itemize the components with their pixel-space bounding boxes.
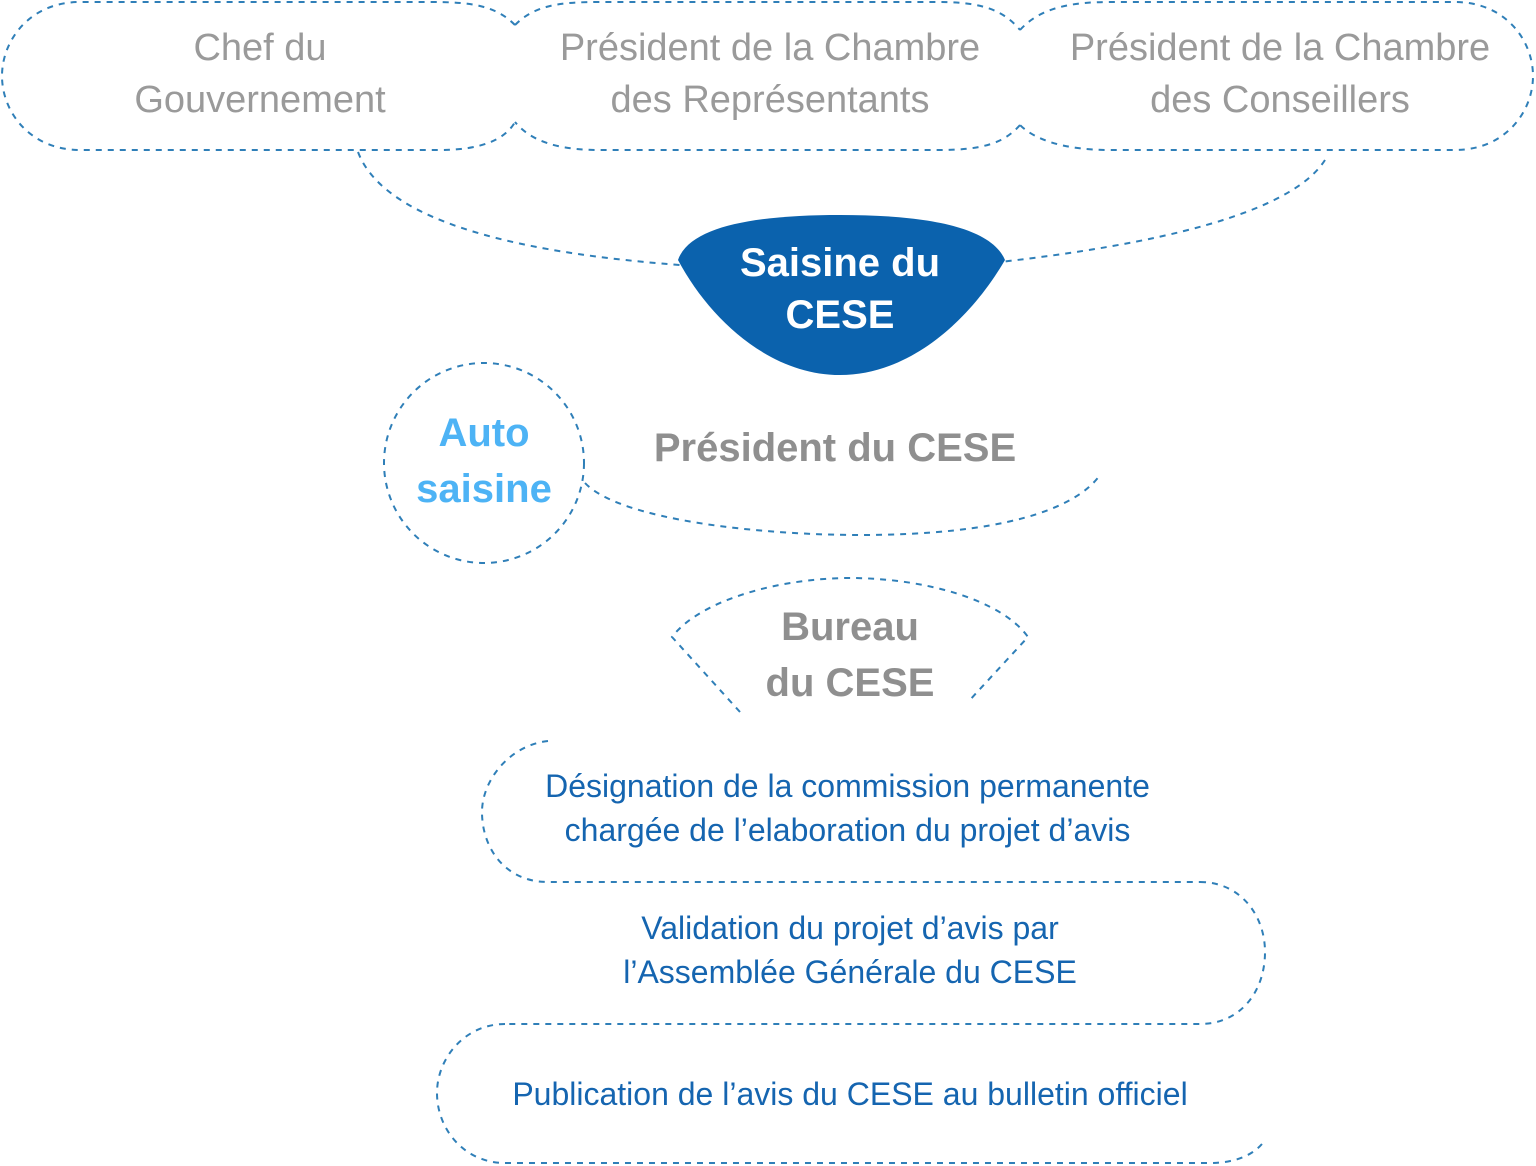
step-publication: Publication de l’avis du CESE au bulleti… [450, 1072, 1250, 1116]
connector-left [357, 151, 681, 266]
step-2-line2: l’Assemblée Générale du CESE [623, 954, 1077, 990]
step-1-line1: Désignation de la commission permanente [545, 768, 1150, 804]
step-designation: Désignation de la commission permanente … [480, 764, 1215, 852]
saisine-shape [678, 215, 1005, 375]
step-3-shape [435, 1023, 1266, 1164]
step-2-line1: Validation du projet d’avis par [641, 910, 1059, 946]
bureau-line1: Bureau [781, 605, 919, 649]
saisine-label-line1: Saisine du [739, 241, 941, 285]
bureau-line2: du CESE [765, 661, 935, 705]
president-arc [584, 474, 1101, 537]
source-bubble-conseillers [1019, 1, 1535, 151]
source-label-line2: Gouvernement [134, 79, 386, 121]
source-label-line1: Président de la Chambre [559, 27, 981, 69]
step-validation: Validation du projet d’avis par l’Assemb… [500, 906, 1200, 994]
step-1-line2: chargée de l’elaboration du projet d’avi… [564, 812, 1131, 848]
auto-saisine-circle [383, 362, 585, 564]
auto-saisine-line1: Auto [438, 411, 530, 455]
bureau-cese-label: Bureau du CESE [700, 599, 1000, 711]
source-president-representants: Président de la Chambre des Représentant… [520, 22, 1020, 126]
source-chef-du-gouvernement: Chef du Gouvernement [60, 22, 460, 126]
bureau-shape [670, 576, 1030, 713]
president-cese-text: Président du CESE [653, 426, 1017, 470]
source-president-conseillers: Président de la Chambre des Conseillers [1030, 22, 1530, 126]
president-cese-label: Président du CESE [620, 420, 1050, 476]
source-label-line2: des Conseillers [1150, 79, 1410, 121]
saisine-label: Saisine du CESE [690, 237, 990, 341]
source-bubble-representants [514, 0, 1021, 151]
source-label-line1: Chef du [193, 27, 327, 69]
auto-saisine-line2: saisine [416, 467, 552, 511]
auto-saisine-label: Auto saisine [384, 405, 584, 517]
step-3-line1: Publication de l’avis du CESE au bulleti… [512, 1076, 1188, 1112]
saisine-label-line2: CESE [785, 293, 895, 337]
source-label-line1: Président de la Chambre [1069, 27, 1491, 69]
connector-right [999, 159, 1326, 263]
source-label-line2: des Représentants [610, 79, 930, 121]
